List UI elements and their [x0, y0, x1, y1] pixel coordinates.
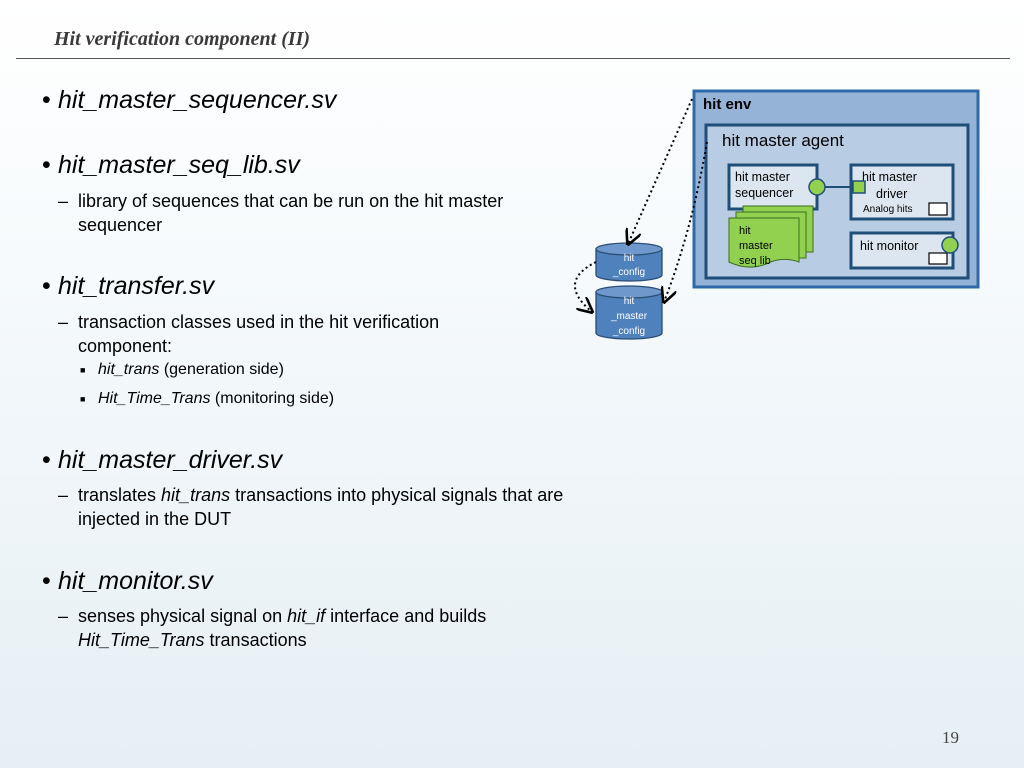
item-name: hit_trans [98, 361, 160, 378]
bullet-dot: • [42, 151, 51, 179]
driver-seq-item-port [852, 180, 866, 194]
sub-bullet-seq-lib: – library of sequences that can be run o… [58, 189, 588, 237]
hit-env-label: hit env [703, 96, 752, 113]
bullet-title: hit_monitor.sv [58, 567, 213, 595]
title-divider [16, 58, 1010, 59]
slide-title: Hit verification component (II) [54, 28, 311, 50]
bullet-list: •hit_master_sequencer.sv •hit_master_seq… [42, 86, 588, 652]
config-to-master-config-arrow [574, 261, 597, 312]
bullet-monitor: •hit_monitor.sv [42, 567, 213, 596]
item-name: Hit_Time_Trans [98, 390, 211, 407]
bullet-driver: •hit_master_driver.sv [42, 446, 282, 475]
sequencer-label-line2: sequencer [735, 186, 793, 200]
hit-master-config-cylinder-body [595, 291, 663, 340]
bullet-title: hit_master_driver.sv [58, 446, 283, 474]
monitor-label: hit monitor [860, 239, 918, 253]
driver-output-port [928, 202, 948, 216]
dash-marker: – [58, 485, 69, 505]
sequencer-label-line1: hit master [735, 170, 790, 184]
seqlib-label-line1: hit [739, 225, 751, 237]
hit-config-cylinder-body [595, 248, 663, 282]
bullet-sequencer: •hit_master_sequencer.sv [42, 86, 336, 115]
bullet-title: hit_transfer.sv [58, 272, 215, 300]
sub-bullet-driver: – translates hit_trans transactions into… [58, 483, 588, 531]
seqlib-label-line3: seq lib [739, 255, 771, 267]
hit-master-config-label-line3: _config [612, 326, 645, 337]
monitor-input-port [928, 252, 948, 265]
square-marker: ■ [80, 364, 86, 375]
agent-to-master-config-arrow [664, 141, 708, 302]
dash-marker: – [58, 606, 69, 626]
seqlib-label-line2: master [739, 240, 773, 252]
bullet-dot: • [42, 446, 51, 474]
driver-label-line1: hit master [862, 170, 917, 184]
sub-bullet-text: library of sequences that can be run on … [78, 191, 504, 235]
sub-bullet-monitor: – senses physical signal on hit_if inter… [58, 604, 588, 652]
hit-master-config-label-line1: hit [624, 296, 635, 307]
item-hit-trans: ■ hit_trans (generation side) [80, 361, 284, 379]
sub-bullet-text: transaction classes used in the hit veri… [78, 312, 440, 356]
square-marker: ■ [80, 393, 86, 404]
bullet-dot: • [42, 86, 51, 114]
driver-analog-hits-label: Analog hits [863, 204, 912, 215]
hit-config-label-line2: _config [612, 267, 645, 278]
monitor-analysis-port [941, 236, 959, 254]
item-hit-time-trans: ■ Hit_Time_Trans (monitoring side) [80, 390, 334, 408]
dash-marker: – [58, 312, 69, 332]
sequencer-export-port [808, 178, 826, 196]
bullet-title: hit_master_sequencer.sv [58, 86, 337, 114]
seqlib-document [728, 217, 800, 268]
bullet-transfer: •hit_transfer.sv [42, 272, 214, 301]
sub-bullet-transfer: – transaction classes used in the hit ve… [58, 310, 528, 358]
page-number: 19 [942, 728, 959, 747]
sub-bullet-text: translates hit_trans transactions into p… [78, 485, 564, 529]
bullet-seq-lib: •hit_master_seq_lib.sv [42, 151, 300, 180]
item-desc: (monitoring side) [210, 390, 335, 407]
bullet-dot: • [42, 272, 51, 300]
hit-config-label-line1: hit [624, 253, 635, 264]
item-desc: (generation side) [159, 361, 284, 378]
bullet-dot: • [42, 567, 51, 595]
dash-marker: – [58, 191, 69, 211]
sub-bullet-text: senses physical signal on hit_if interfa… [78, 606, 487, 650]
driver-label-line2: driver [876, 187, 907, 201]
bullet-title: hit_master_seq_lib.sv [58, 151, 300, 179]
hit-master-agent-label: hit master agent [722, 131, 844, 150]
env-to-config-arrow [628, 98, 693, 244]
hit-master-config-label-line2: _master [610, 311, 648, 322]
